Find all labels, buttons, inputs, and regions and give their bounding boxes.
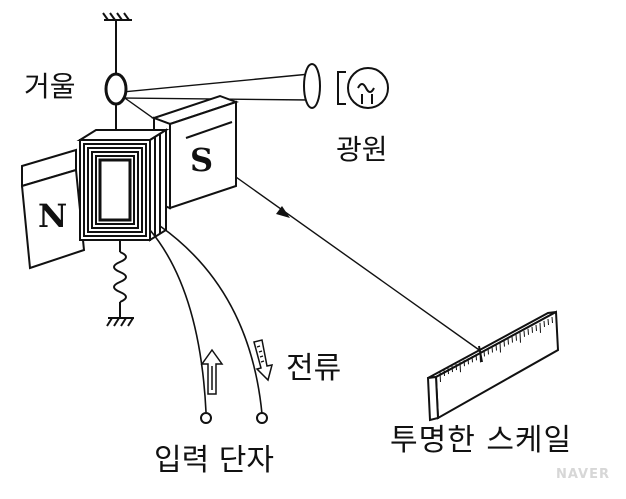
current-down-arrow [253,339,274,382]
input-terminals-label: 입력 단자 [154,443,274,478]
scale-tick [523,330,525,337]
scale-tick [439,371,441,383]
scale-tick [471,356,473,363]
south-pole-label: S [190,141,214,179]
scale-tick [539,322,541,333]
current-label: 전류 [286,351,342,386]
scale-tick [519,332,521,343]
scale-tick [467,358,469,365]
scale-tick [443,369,445,377]
north-pole-label: N [38,197,68,235]
bottom-ground-symbol [106,317,134,327]
magnet-south [151,94,239,210]
transparent-scale [426,310,560,422]
scale-tick [491,346,493,353]
mirror-label: 거울 [24,70,76,103]
scale-label: 투명한 스케일 [390,423,573,458]
scale-tick [547,318,549,326]
scale-tick [463,360,465,367]
light-source-label: 광원 [336,133,388,166]
moving-coil [76,128,170,242]
scale-tick [531,326,533,333]
scale-tick [551,316,553,324]
input-terminal-right [256,412,268,424]
scale-tick [515,334,517,341]
mirror [104,72,128,106]
scale-tick [507,338,509,345]
scale-tick [447,368,449,375]
current-up-arrow [200,348,224,395]
scale-tick [503,340,505,347]
scale-tick [483,350,485,357]
naver-watermark: NAVER [556,467,611,482]
scale-tick [527,328,529,335]
magnet-north [20,148,86,270]
spring [113,251,127,303]
scale-tick [475,354,477,361]
scale-pointer-mark [478,345,483,363]
scale-tick [511,336,513,343]
scale-tick [455,364,457,371]
scale-tick [543,320,545,327]
scale-tick [499,342,501,353]
scale-tick [459,362,461,373]
top-ground-symbol [102,12,132,21]
scale-tick [487,348,489,355]
scale-tick [451,366,453,373]
lens [303,63,321,109]
scale-tick [495,344,497,351]
beam-arrow [276,206,290,218]
input-terminal-left [200,412,212,424]
scale-tick [535,324,537,331]
lamp-icon [337,67,389,109]
lead-wires [149,225,263,415]
